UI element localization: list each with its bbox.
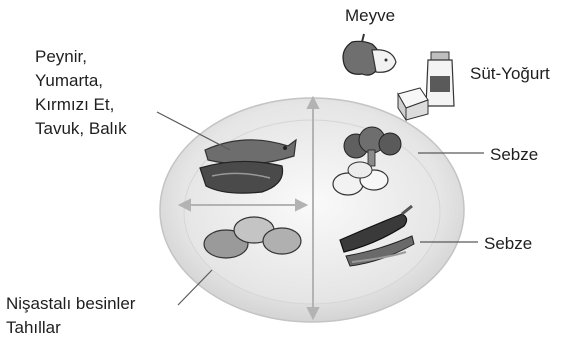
starch-label-line: Tahıllar bbox=[6, 316, 135, 340]
protein-label-line: Tavuk, Balık bbox=[35, 117, 127, 141]
protein-label: Peynir, Yumarta, Kırmızı Et, Tavuk, Balı… bbox=[35, 45, 127, 141]
vegetable-top-label: Sebze bbox=[490, 143, 538, 167]
apple-icon bbox=[343, 34, 396, 75]
protein-label-line: Yumarta, bbox=[35, 69, 127, 93]
starch-label: Nişastalı besinler Tahıllar bbox=[6, 292, 135, 340]
protein-label-line: Kırmızı Et, bbox=[35, 93, 127, 117]
vegetable-bottom-label: Sebze bbox=[484, 232, 532, 256]
protein-label-line: Peynir, bbox=[35, 45, 127, 69]
milk-bottle-icon bbox=[398, 52, 454, 120]
dairy-label: Süt-Yoğurt bbox=[470, 62, 550, 86]
fruit-label: Meyve bbox=[345, 4, 395, 28]
starch-label-line: Nişastalı besinler bbox=[6, 292, 135, 316]
